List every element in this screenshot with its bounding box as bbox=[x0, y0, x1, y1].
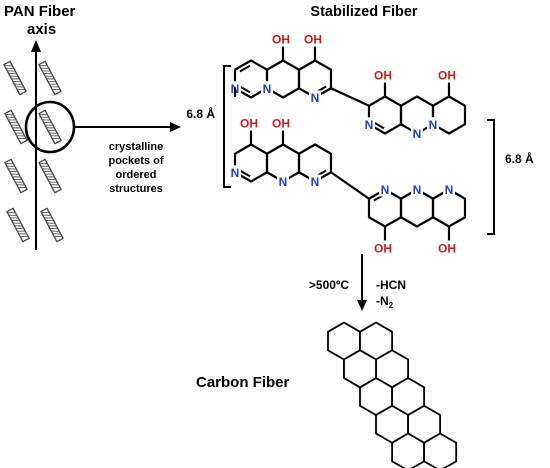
temperature-label: >500ºC bbox=[309, 278, 349, 292]
nitrogen-atom: N bbox=[311, 91, 320, 105]
n2-loss-text: -N bbox=[376, 294, 389, 308]
axis-label: axis bbox=[27, 21, 56, 38]
nitrogen-atom: N bbox=[381, 183, 390, 197]
n2-loss-label: -N2 bbox=[376, 294, 394, 310]
hydroxyl-group: OH bbox=[240, 117, 258, 131]
fibril-segment bbox=[6, 207, 30, 243]
left-spacing-bracket bbox=[223, 65, 231, 188]
nitrogen-atom: N bbox=[445, 183, 454, 197]
ring-link-bond bbox=[329, 87, 371, 107]
heterocycle-ring: N OH bbox=[427, 69, 467, 135]
fibril-segment bbox=[38, 109, 62, 145]
n2-loss-subscript: 2 bbox=[389, 301, 394, 310]
heterocycle-ring: N OH bbox=[363, 69, 403, 135]
stabilized-fiber-title: Stabilized Fiber bbox=[310, 4, 418, 20]
pocket-label-line3: ordered bbox=[116, 169, 157, 181]
hydroxyl-group: OH bbox=[374, 242, 392, 256]
right-spacing-label: 6.8 Å bbox=[505, 151, 534, 166]
pocket-label-line2: pockets of bbox=[108, 155, 163, 167]
fibril-segment bbox=[3, 60, 27, 96]
hydroxyl-group: OH bbox=[438, 242, 456, 256]
nitrogen-atom: N bbox=[429, 118, 438, 132]
pocket-arrow bbox=[74, 122, 181, 132]
hydroxyl-group: OH bbox=[304, 33, 322, 47]
fibril-segment bbox=[4, 158, 28, 194]
nitrogen-atom: N bbox=[365, 118, 374, 132]
pan-fiber-title: PAN Fiber bbox=[4, 3, 76, 20]
right-spacing-bracket bbox=[487, 119, 495, 235]
nitrogen-atom: N bbox=[413, 127, 422, 141]
fibril-segment bbox=[40, 207, 64, 243]
heterocycle-ring: N OH bbox=[261, 33, 301, 99]
nitrogen-atom: N bbox=[413, 183, 422, 197]
heterocycle-ring: N OH bbox=[367, 182, 403, 256]
carbon-hexagon bbox=[423, 432, 458, 468]
carbon-fiber-label: Carbon Fiber bbox=[196, 374, 290, 391]
nitrogen-atom: N bbox=[263, 82, 272, 96]
ring-link-bond bbox=[329, 171, 371, 200]
nitrogen-atom: N bbox=[231, 166, 240, 180]
double-bond bbox=[239, 85, 251, 94]
fibril-segment bbox=[38, 158, 62, 194]
heterocycle-ring: N bbox=[399, 182, 435, 228]
hydroxyl-group: OH bbox=[438, 69, 456, 83]
double-bond bbox=[373, 121, 385, 130]
nitrogen-atom: N bbox=[311, 175, 320, 189]
nitrogen-atom: N bbox=[279, 175, 288, 189]
double-bond bbox=[239, 64, 251, 73]
heterocycle-ring: N OH bbox=[431, 182, 467, 256]
fibril-segments bbox=[3, 60, 64, 243]
hydroxyl-group: OH bbox=[374, 69, 392, 83]
fibril-segment bbox=[4, 109, 28, 145]
carbon-hexagon bbox=[343, 349, 377, 389]
left-spacing-label: 6.8 Å bbox=[186, 106, 215, 121]
hydroxyl-group: OH bbox=[272, 33, 290, 47]
hcn-loss-label: -HCN bbox=[376, 278, 406, 292]
pocket-label-line1: crystalline bbox=[109, 141, 163, 153]
heterocycle-ring: N OH bbox=[229, 117, 269, 183]
fibril-segment bbox=[38, 60, 62, 96]
carbon-fiber-hexagon-sheet bbox=[327, 321, 458, 468]
heterocycle-ring: N bbox=[297, 143, 333, 189]
carbonization-arrow bbox=[357, 254, 367, 311]
fiber-axis-arrow bbox=[31, 40, 41, 250]
heterocycle-ring: N OH bbox=[265, 117, 301, 189]
double-bond bbox=[239, 169, 251, 178]
heterocycle-ring: N OH bbox=[297, 33, 333, 105]
pocket-label-line4: structures bbox=[109, 183, 163, 195]
hydroxyl-group: OH bbox=[272, 117, 290, 131]
